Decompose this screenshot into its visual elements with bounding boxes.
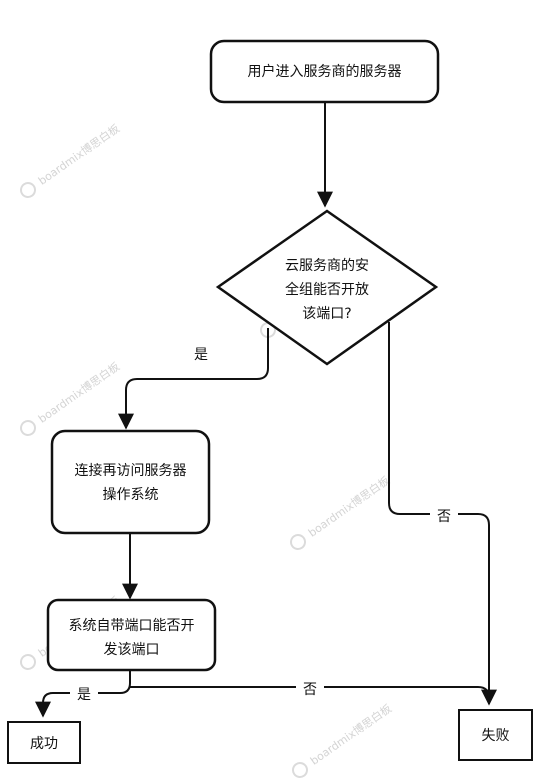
success-label: 成功 [30, 736, 58, 752]
edge-yes-to-connect [118, 328, 269, 430]
watermark-text: boardmix博思白板 [305, 473, 392, 540]
question-line-1: 云服务商的安 [285, 258, 369, 274]
port-question-line-2: 发该端口 [104, 642, 160, 658]
node-security-group-question: 云服务商的安 全组能否开放 该端口? [215, 209, 439, 366]
node-enter-server-label: 用户进入服务商的服务器 [248, 63, 402, 80]
watermark-text: boardmix博思白板 [35, 121, 122, 188]
node-enter-server: 用户进入服务商的服务器 [209, 39, 440, 104]
port-question-line-1: 系统自带端口能否开 [69, 618, 195, 634]
watermark-text: boardmix博思白板 [35, 359, 122, 426]
fail-label: 失败 [482, 728, 510, 744]
edge-label-no-1: 否 [437, 509, 451, 525]
node-system-port-question: 系统自带端口能否开 发该端口 [46, 598, 217, 672]
question-line-2: 全组能否开放 [285, 281, 369, 298]
edge-label-yes-2: 是 [77, 687, 91, 703]
connect-os-line-2: 操作系统 [103, 487, 159, 503]
edge-label-yes-1: 是 [194, 347, 208, 363]
edge-no-to-fail-2 [130, 686, 490, 704]
question-line-3: 该端口? [302, 306, 351, 322]
node-success: 成功 [7, 721, 81, 764]
connect-os-line-1: 连接再访问服务器 [75, 462, 187, 479]
edge-labels: 是 否 是 否 [70, 347, 458, 704]
node-fail: 失败 [458, 709, 533, 761]
edge-label-no-2: 否 [303, 682, 317, 698]
node-connect-os: 连接再访问服务器 操作系统 [50, 429, 211, 535]
watermark-text: boardmix博思白板 [307, 701, 394, 768]
